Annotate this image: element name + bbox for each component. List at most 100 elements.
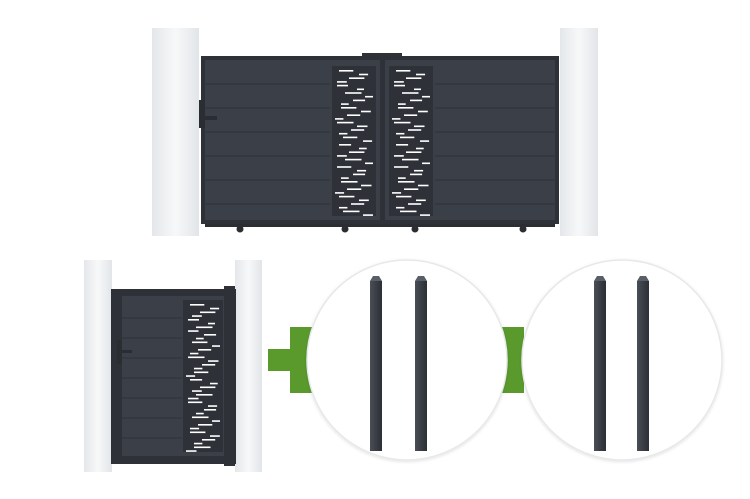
slot <box>204 334 217 336</box>
slot <box>414 169 424 172</box>
slot <box>188 330 199 332</box>
post-pair-circle-2 <box>521 259 723 461</box>
slot <box>420 140 430 142</box>
slot <box>351 129 365 131</box>
slot <box>188 356 205 359</box>
slot <box>200 386 216 389</box>
slot <box>194 367 203 370</box>
slot <box>363 140 373 142</box>
slot <box>363 214 373 216</box>
slot <box>394 81 404 83</box>
slot <box>418 110 428 113</box>
slot <box>396 195 412 198</box>
slot <box>400 136 415 139</box>
slot <box>396 206 405 209</box>
slot <box>359 147 367 150</box>
slot <box>186 450 197 452</box>
post-icon <box>415 276 427 451</box>
slot <box>341 181 358 183</box>
slot <box>394 166 409 168</box>
slot <box>335 118 344 120</box>
slot <box>339 132 348 135</box>
slot <box>337 166 352 168</box>
sliding-gate-group <box>152 28 598 236</box>
post-icon <box>370 276 382 451</box>
slot <box>408 203 422 205</box>
slot <box>202 439 216 441</box>
slot <box>202 364 216 366</box>
pedestrian-gate-handle-plate <box>117 340 122 364</box>
pedestrian-left-pillar <box>84 260 112 472</box>
slot <box>192 315 202 317</box>
slot <box>337 81 347 83</box>
rail-wheel <box>519 225 527 233</box>
slot <box>416 73 426 76</box>
sliding-gate-handle-plate <box>199 100 205 128</box>
slot <box>194 442 203 445</box>
slot <box>414 88 421 91</box>
sliding-gate-slots <box>335 70 430 216</box>
slot <box>337 121 354 124</box>
slot <box>396 132 405 135</box>
slot <box>408 129 422 131</box>
slot <box>416 147 424 150</box>
slot <box>394 84 405 87</box>
slot <box>194 371 209 374</box>
slot <box>337 84 348 87</box>
slot <box>410 173 423 176</box>
slot <box>398 103 406 105</box>
slot <box>365 162 373 165</box>
slot <box>192 341 208 344</box>
slot <box>406 151 422 153</box>
slot <box>192 416 209 419</box>
slot <box>345 92 362 94</box>
slot <box>396 144 409 146</box>
pedestrian-gate-slots <box>186 304 220 452</box>
pedestrian-right-pillar <box>235 260 262 472</box>
rail-wheel <box>236 225 244 233</box>
slot <box>406 77 422 79</box>
slot <box>404 188 419 190</box>
sliding-gate-panel-lines <box>205 83 555 205</box>
sliding-gate-handle <box>205 116 217 120</box>
slot <box>359 199 369 202</box>
slot <box>190 427 200 430</box>
slot <box>343 210 360 213</box>
slot <box>392 118 401 120</box>
slot <box>208 322 215 325</box>
slot <box>200 311 216 314</box>
slot <box>351 203 365 205</box>
left-pillar <box>152 28 199 236</box>
pedestrian-gate-panel-lines <box>122 317 182 439</box>
slot <box>402 158 419 161</box>
post-pair-backdrop <box>521 259 723 461</box>
slot <box>190 431 206 434</box>
sliding-gate-top-cap <box>362 53 402 58</box>
post-pair-circle-1 <box>306 259 508 461</box>
slot <box>347 114 361 116</box>
slot <box>349 77 365 79</box>
slot <box>353 99 366 102</box>
slot <box>198 424 213 426</box>
slot <box>188 397 199 400</box>
slot <box>361 184 372 187</box>
slot <box>359 73 369 76</box>
slot <box>394 121 411 124</box>
slot <box>204 409 217 411</box>
slot <box>349 151 365 153</box>
slot <box>343 136 358 139</box>
pedestrian-gate-group <box>84 260 262 472</box>
slot <box>208 360 219 362</box>
sliding-gate-rail <box>205 224 555 227</box>
slot <box>196 326 213 329</box>
slot <box>212 420 220 422</box>
slot <box>365 95 373 98</box>
slot <box>210 382 218 385</box>
slot <box>422 162 430 165</box>
slot <box>190 304 205 306</box>
slot <box>347 188 362 190</box>
slot <box>188 401 203 404</box>
rail-wheel <box>341 225 349 233</box>
